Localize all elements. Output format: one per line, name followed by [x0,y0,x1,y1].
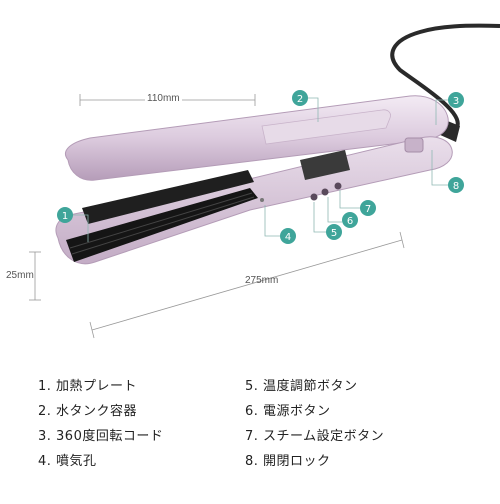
legend-item-6: 6. 電源ボタン [245,404,331,419]
power-cord [390,23,500,132]
leader-3 [435,99,448,125]
callout-3: 3 [448,92,464,108]
callout-5: 5 [326,224,342,240]
button-temperature [310,193,318,201]
callout-1-label: 1 [62,211,68,222]
callout-6-label: 6 [347,216,353,227]
dimension-25 [29,251,41,301]
dimension-label-25: 25mm [6,270,34,281]
button-power [321,188,329,196]
callout-8: 8 [448,177,464,193]
callout-3-label: 3 [453,96,459,107]
legend-item-8: 8. 開閉ロック [245,454,331,469]
dimension-label-275: 275mm [245,275,279,286]
leader-6 [327,197,342,223]
legend-item-3: 3. 360度回転コード [38,429,164,444]
legend-item-5: 5. 温度調節ボタン [245,379,358,394]
legend-item-7: 7. スチーム設定ボタン [245,429,385,444]
dimension-275 [89,231,405,339]
button-steam [334,182,342,190]
dimension-label-110: 110mm [145,93,182,104]
callout-7-label: 7 [365,204,371,215]
legend-item-4: 4. 噴気孔 [38,454,97,469]
open-close-lock [404,137,424,153]
callout-1: 1 [57,207,73,223]
callout-2: 2 [292,90,308,106]
steam-vent [260,198,264,202]
leader-4 [264,205,280,237]
leader-8 [431,150,448,186]
legend-item-1: 1. 加熱プレート [38,379,138,394]
heating-plate [66,188,258,262]
display-window [300,150,350,180]
callout-5-label: 5 [331,228,337,239]
leader-7 [339,190,360,209]
heating-plate-upper [82,170,254,224]
callout-6: 6 [342,212,358,228]
callout-7: 7 [360,200,376,216]
callout-2-label: 2 [297,94,303,105]
water-tank [261,109,391,145]
callout-4: 4 [280,228,296,244]
leader-5 [313,202,326,233]
callout-8-label: 8 [453,181,459,192]
callout-4-label: 4 [285,232,291,243]
legend-item-2: 2. 水タンク容器 [38,404,138,419]
leader-2 [308,97,319,122]
leader-1 [73,214,89,242]
